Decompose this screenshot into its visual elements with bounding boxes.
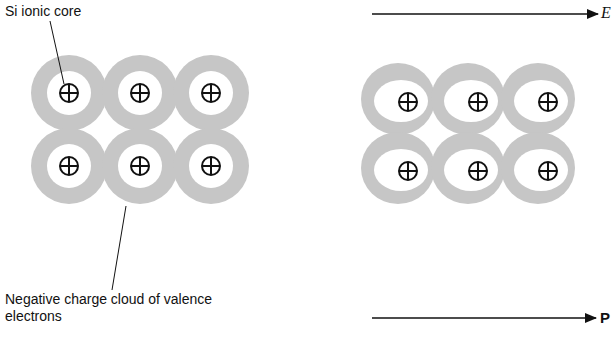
field-symbol: E bbox=[601, 4, 611, 21]
cloud-hole bbox=[514, 80, 568, 122]
electron-cloud bbox=[431, 132, 505, 204]
field-arrow bbox=[372, 13, 598, 15]
polarization-symbol: P bbox=[600, 309, 610, 326]
cloud-hole bbox=[47, 71, 91, 115]
plus-sign bbox=[139, 157, 141, 175]
plus-sign bbox=[407, 162, 409, 180]
electron-cloud bbox=[173, 55, 249, 131]
plus-sign bbox=[210, 84, 212, 102]
ionic-core bbox=[131, 84, 149, 102]
polarization-arrow bbox=[372, 317, 596, 319]
cloud-hole bbox=[444, 149, 498, 191]
cloud-hole bbox=[189, 144, 233, 188]
cloud-hole bbox=[374, 149, 428, 191]
ionic-core bbox=[60, 84, 78, 102]
electron-cloud bbox=[501, 63, 575, 135]
plus-sign bbox=[477, 93, 479, 111]
plus-sign bbox=[547, 162, 549, 180]
plus-sign bbox=[407, 93, 409, 111]
ionic-core bbox=[469, 93, 487, 111]
electron-cloud bbox=[361, 63, 435, 135]
electron-cloud bbox=[173, 128, 249, 204]
ionic-core bbox=[539, 162, 557, 180]
part-label: Si ionic core bbox=[5, 3, 81, 20]
ionic-core bbox=[469, 162, 487, 180]
electron-cloud bbox=[361, 132, 435, 204]
electron-cloud bbox=[501, 132, 575, 204]
cloud-hole bbox=[514, 149, 568, 191]
ionic-core bbox=[399, 162, 417, 180]
cloud-hole bbox=[444, 80, 498, 122]
plus-sign bbox=[68, 84, 70, 102]
electron-cloud bbox=[31, 128, 107, 204]
plus-sign bbox=[477, 162, 479, 180]
cloud-hole bbox=[47, 144, 91, 188]
ionic-core bbox=[202, 157, 220, 175]
plus-sign bbox=[547, 93, 549, 111]
electron-cloud bbox=[102, 55, 178, 131]
ionic-core bbox=[399, 93, 417, 111]
ionic-core bbox=[202, 84, 220, 102]
plus-sign bbox=[139, 84, 141, 102]
polarized-lattice bbox=[361, 63, 575, 204]
unpolarized-lattice bbox=[31, 55, 249, 204]
plus-sign bbox=[210, 157, 212, 175]
cloud-hole bbox=[374, 80, 428, 122]
cloud-hole bbox=[189, 71, 233, 115]
electron-cloud bbox=[102, 128, 178, 204]
ionic-core bbox=[60, 157, 78, 175]
leader-line bbox=[112, 206, 126, 290]
cloud-hole bbox=[118, 144, 162, 188]
plus-sign bbox=[68, 157, 70, 175]
electron-cloud bbox=[431, 63, 505, 135]
ionic-core bbox=[539, 93, 557, 111]
part-label: Negative charge cloud of valence electro… bbox=[5, 291, 267, 325]
ionic-core bbox=[131, 157, 149, 175]
cloud-hole bbox=[118, 71, 162, 115]
electron-cloud bbox=[31, 55, 107, 131]
leader-line bbox=[50, 21, 64, 84]
